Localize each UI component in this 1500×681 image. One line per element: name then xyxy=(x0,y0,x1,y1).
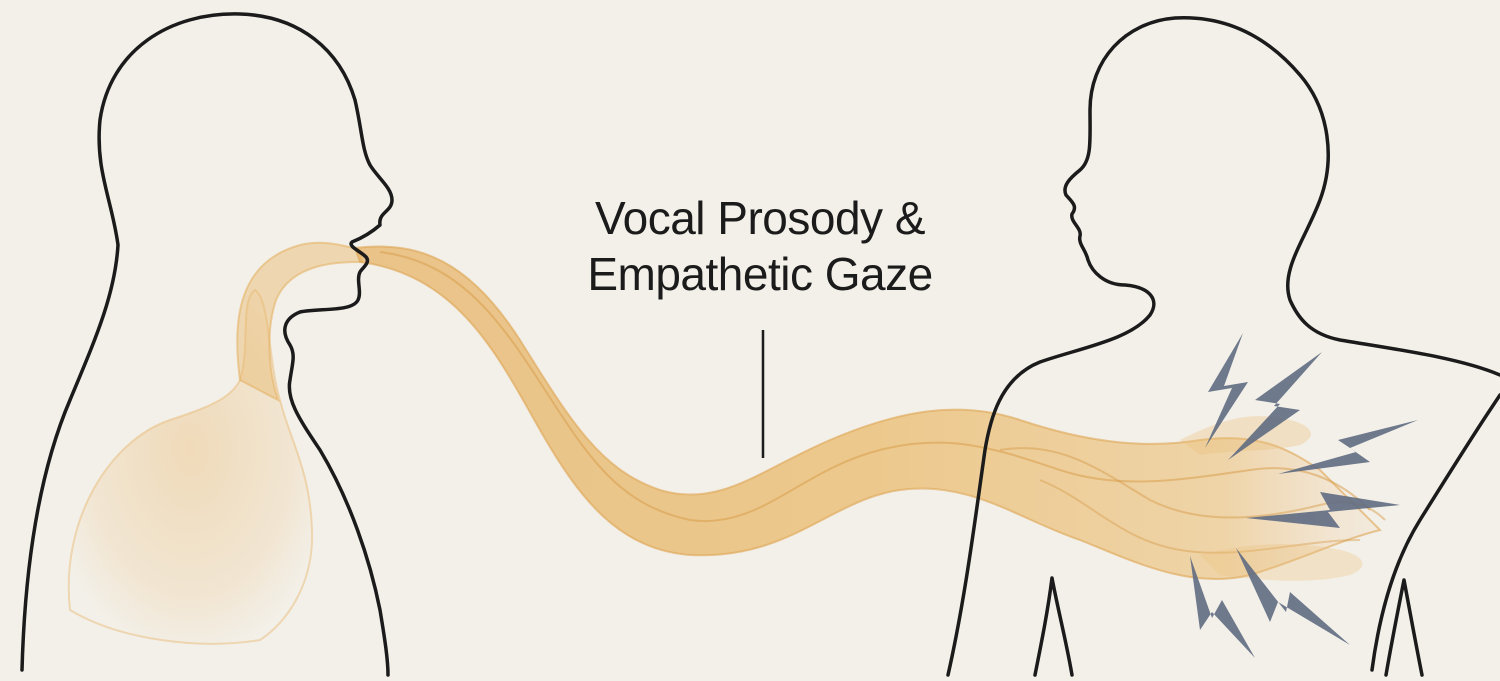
throat-channel xyxy=(237,243,362,400)
annotation-line-2: Empathetic Gaze xyxy=(560,246,960,302)
listener-torso-line-left xyxy=(1035,578,1072,675)
annotation-label: Vocal Prosody & Empathetic Gaze xyxy=(560,190,960,302)
ribbon-wisp-upper xyxy=(1180,416,1311,455)
chest-glow xyxy=(69,290,312,644)
listener-torso-line-right xyxy=(1386,580,1422,675)
annotation-line-1: Vocal Prosody & xyxy=(560,190,960,246)
